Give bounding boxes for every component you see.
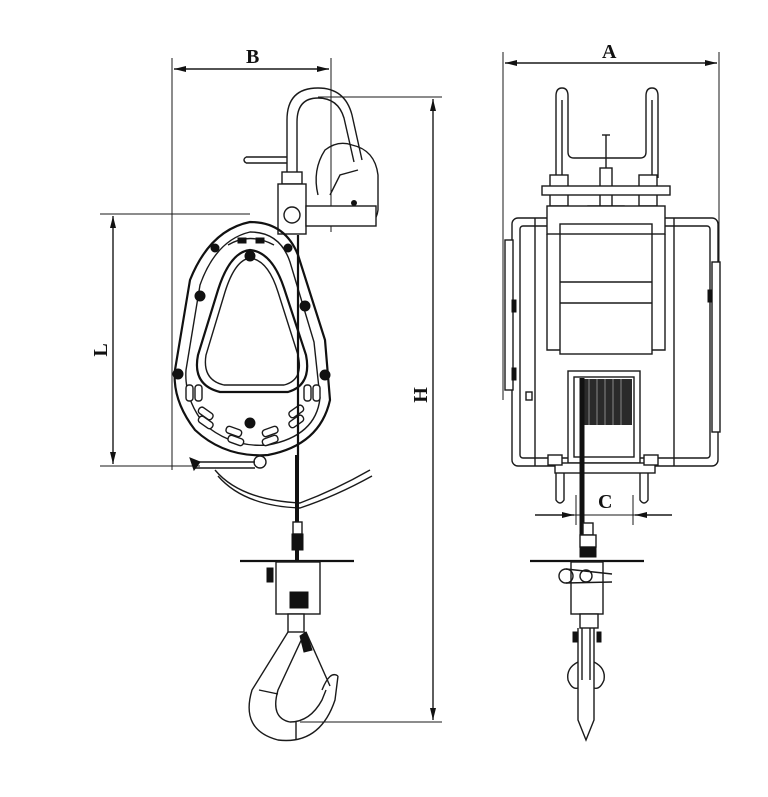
dimension-a: A xyxy=(502,41,720,400)
dimension-label-c: C xyxy=(598,491,612,513)
dimension-h: H xyxy=(300,96,442,723)
dimension-label-l: L xyxy=(90,343,112,356)
dimension-l: L xyxy=(90,213,250,467)
front-view: A C xyxy=(502,41,721,742)
top-suspension-hook xyxy=(243,87,379,235)
hoist-body-side xyxy=(172,220,373,565)
dimension-label-a: A xyxy=(602,41,617,63)
rope-drum-windings xyxy=(582,379,632,425)
side-view: B L H xyxy=(90,46,442,742)
hoist-body-front xyxy=(504,205,721,545)
lower-hook-front xyxy=(530,522,644,742)
lower-hook-side xyxy=(240,521,354,742)
dimension-label-b: B xyxy=(246,46,259,68)
dimension-c: C xyxy=(535,491,672,525)
vent-slots xyxy=(185,384,321,447)
dimension-label-h: H xyxy=(410,387,432,403)
dimension-b: B xyxy=(171,46,332,470)
